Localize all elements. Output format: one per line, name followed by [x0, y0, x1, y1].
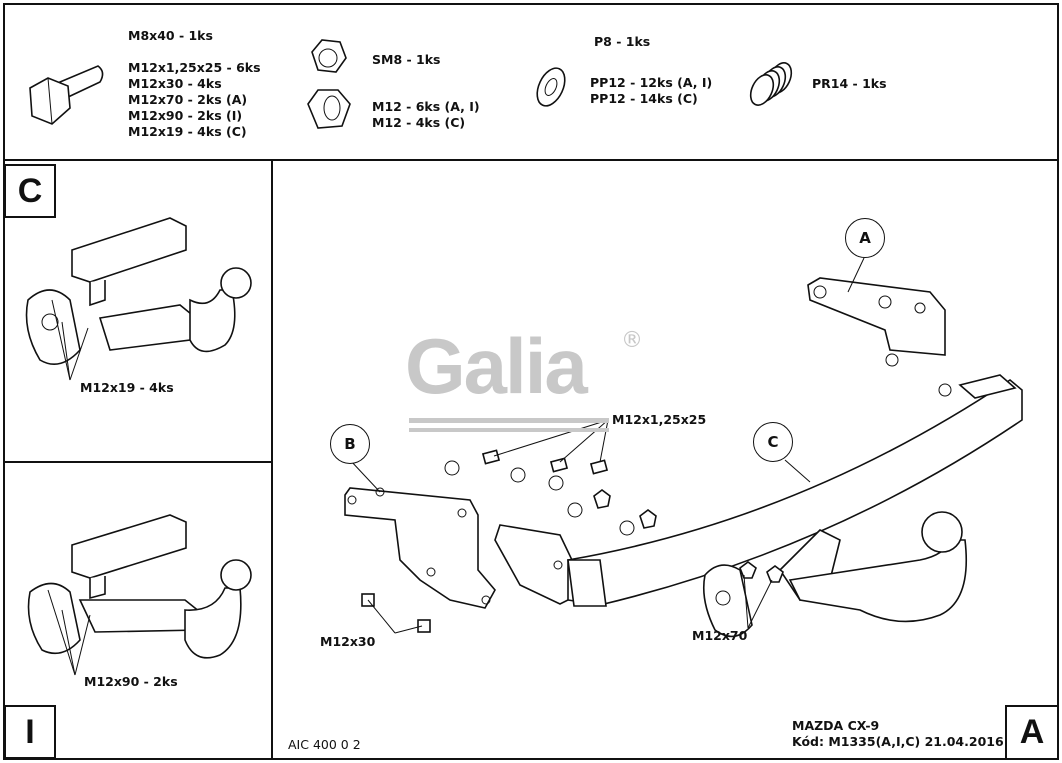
galia-logo-underline-2: [409, 428, 609, 432]
variant-i-letter: I: [4, 705, 56, 759]
registered-mark: ®: [621, 328, 643, 353]
bolt-left-label: M12x30: [320, 634, 376, 649]
towbar-variant-c-drawing: [25, 217, 252, 381]
nut-m12-c-label: M12 - 4ks (C): [372, 115, 466, 130]
spring-icon: [749, 62, 793, 106]
washer-p8-label: P8 - 1ks: [594, 34, 651, 49]
bolt-m12x70-label: M12x70 - 2ks (A): [128, 92, 248, 107]
left-column-divider: [271, 160, 273, 760]
nut-list: M12 - 6ks (A, I) M12 - 4ks (C): [372, 99, 480, 131]
washer-list: PP12 - 12ks (A, I) PP12 - 14ks (C): [590, 75, 712, 107]
variant-a-letter: A: [1005, 705, 1059, 760]
variant-c-letter: C: [4, 164, 56, 218]
bolt-m12x30-label: M12x30 - 4ks: [128, 76, 222, 91]
towbar-variant-i-drawing: [27, 514, 252, 676]
self-locking-nut-icon: [311, 39, 347, 73]
bolt-icon: [29, 65, 104, 125]
bolt-top-label: M12x1,25x25: [612, 412, 707, 427]
galia-logo-text: Galia: [405, 322, 588, 410]
bolt-m12x125x25-label: M12x1,25x25 - 6ks: [128, 60, 261, 75]
washer-pp12-a-i-label: PP12 - 12ks (A, I): [590, 75, 713, 90]
variant-c-bolt-label: M12x19 - 4ks: [80, 380, 174, 395]
drawing-frame: [3, 3, 1059, 760]
callout-a: A: [845, 218, 885, 258]
bolt-m12x90-label: M12x90 - 2ks (I): [128, 108, 243, 123]
bolt-right-label: M12x70: [692, 628, 748, 643]
galia-logo: Galia ®: [405, 322, 655, 442]
left-row-divider: [3, 461, 273, 463]
main-towbar-drawing: [344, 257, 1023, 638]
self-lock-nut-label: SM8 - 1ks: [372, 52, 441, 67]
washer-icon: [536, 67, 566, 107]
parts-divider: [3, 159, 1059, 161]
drawing-code-left: AIC 400 0 2: [288, 737, 361, 752]
galia-logo-underline: [409, 418, 609, 423]
vehicle-name: MAZDA CX-9: [792, 718, 880, 733]
callout-c: C: [753, 422, 793, 462]
washer-pp12-c-label: PP12 - 14ks (C): [590, 91, 698, 106]
callout-b: B: [330, 424, 370, 464]
bolt-list: M12x1,25x25 - 6ks M12x30 - 4ks M12x70 - …: [128, 60, 261, 140]
drawing-code: Kód: M1335(A,I,C) 21.04.2016: [792, 734, 1004, 749]
nut-icon: [307, 89, 351, 129]
bolt-m12x19-label: M12x19 - 4ks (C): [128, 124, 247, 139]
bolt-m8x40-label: M8x40 - 1ks: [128, 28, 213, 43]
variant-i-bolt-label: M12x90 - 2ks: [84, 674, 178, 689]
nut-m12-a-i-label: M12 - 6ks (A, I): [372, 99, 480, 114]
spring-label: PR14 - 1ks: [812, 76, 887, 91]
